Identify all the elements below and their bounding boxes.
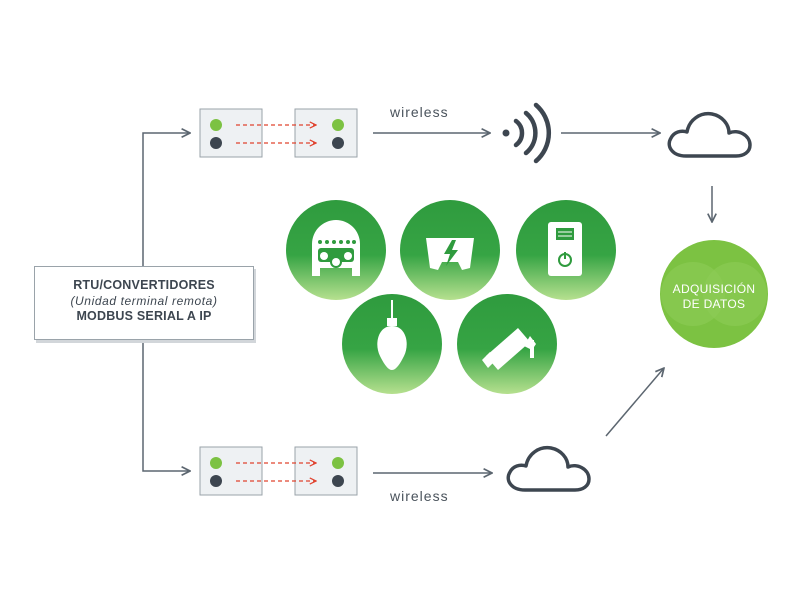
rtu-subtitle: (Unidad terminal remota) (70, 294, 218, 308)
adquisicion-line2: DE DATOS (682, 297, 746, 311)
rtu-device-bottom-right (294, 446, 358, 496)
rtu-title: RTU/CONVERTIDORES (73, 278, 215, 292)
cloud-icon (667, 111, 752, 158)
vehicle-circle (286, 200, 386, 300)
serial-link-bottom (236, 463, 316, 481)
security-camera-icon (482, 328, 536, 370)
rtu-protocol: MODBUS SERIAL A IP (76, 309, 212, 323)
adquisicion-circle (660, 240, 768, 348)
rtu-connector (142, 133, 190, 471)
adquisicion-line1: ADQUISICIÓN (672, 282, 756, 296)
electric-meter-icon (426, 238, 474, 270)
electric-meter-circle (400, 200, 500, 300)
rtu-device-bottom-left (199, 446, 263, 496)
smart-meter-icon (548, 222, 582, 276)
rtu-device-top-right (294, 108, 358, 158)
light-bulb-icon (377, 300, 407, 370)
vehicle-icon (312, 220, 360, 276)
rtu-converter-box: RTU/CONVERTIDORES (Unidad terminal remot… (34, 266, 254, 340)
wireless-label-top: wireless (390, 104, 449, 120)
light-bulb-circle (342, 294, 442, 394)
serial-link-top (236, 125, 316, 143)
wifi-signal-icon (502, 102, 551, 164)
security-camera-circle (457, 294, 557, 394)
adquisicion-label: ADQUISICIÓN DE DATOS (662, 282, 766, 312)
smart-meter-circle (516, 200, 616, 300)
rtu-device-top-left (199, 108, 263, 158)
cloud-icon (506, 445, 591, 492)
arrow-cloud-bottom-to-adquisicion (605, 368, 664, 437)
wireless-label-bottom: wireless (390, 488, 449, 504)
